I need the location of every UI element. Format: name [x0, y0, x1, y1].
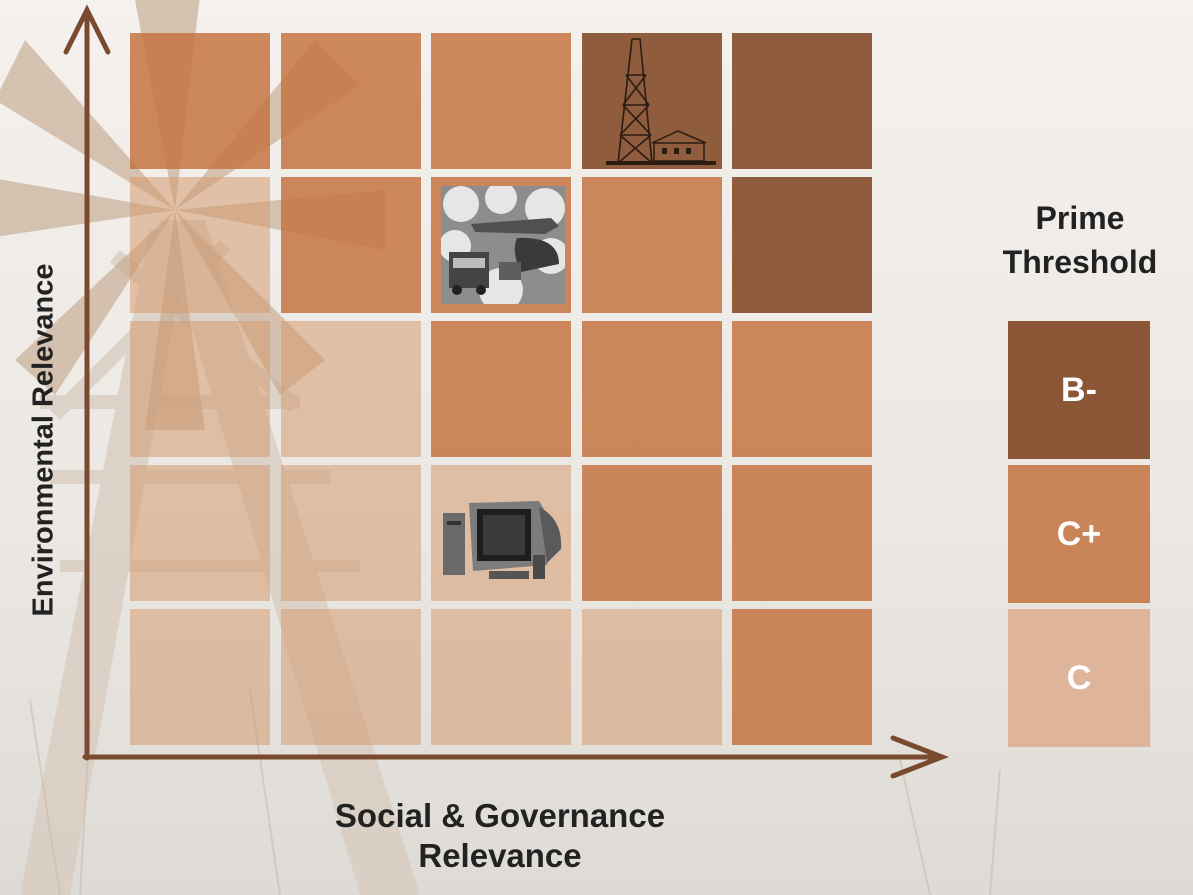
matrix-cell-r1c1 — [130, 33, 270, 169]
matrix-cell-r3c4 — [581, 321, 722, 457]
matrix-cell-r5c2 — [280, 609, 421, 745]
matrix-cell-r4c5 — [732, 465, 872, 601]
matrix-cell-r3c3 — [431, 321, 571, 457]
x-axis-arrow-icon — [890, 735, 949, 779]
matrix-cell-r5c1 — [130, 609, 270, 745]
legend-label: C+ — [1056, 514, 1102, 553]
legend: B- C+ C — [1008, 321, 1150, 753]
matrix-cell-r3c5 — [732, 321, 872, 457]
matrix-cell-r4c4 — [581, 465, 722, 601]
oil-derrick-icon — [605, 38, 716, 165]
relevance-matrix — [130, 33, 872, 745]
x-axis-label: Social & Governance Relevance — [250, 796, 750, 876]
transport-vehicles-icon — [441, 186, 565, 304]
matrix-cell-r2c4 — [581, 177, 722, 313]
legend-title: Prime Threshold — [970, 196, 1190, 284]
matrix-cell-r3c1 — [130, 321, 270, 457]
matrix-cell-r1c2 — [280, 33, 421, 169]
legend-item-c: C — [1008, 609, 1150, 747]
matrix-cell-r1c4 — [581, 33, 722, 169]
x-axis-label-line2: Relevance — [418, 837, 582, 874]
matrix-cell-r3c2 — [280, 321, 421, 457]
desktop-computer-icon — [443, 501, 562, 579]
x-axis-label-line1: Social & Governance — [334, 797, 666, 834]
matrix-cell-r4c2 — [280, 465, 421, 601]
matrix-cell-r2c5 — [732, 177, 872, 313]
matrix-cell-r4c3 — [431, 465, 571, 601]
legend-label: B- — [1061, 370, 1097, 409]
matrix-cell-r2c3 — [431, 177, 571, 313]
y-axis-label: Environmental Relevance — [27, 263, 60, 617]
legend-item-b-minus: B- — [1008, 321, 1150, 459]
legend-label: C — [1066, 658, 1092, 697]
matrix-cell-r1c3 — [431, 33, 571, 169]
matrix-cell-r1c5 — [732, 33, 872, 169]
matrix-cell-r4c1 — [130, 465, 270, 601]
y-axis-arrow-icon — [63, 4, 111, 55]
matrix-cell-r5c5 — [732, 609, 872, 745]
matrix-cell-r5c3 — [431, 609, 571, 745]
legend-item-c-plus: C+ — [1008, 465, 1150, 603]
legend-title-line2: Threshold — [1002, 244, 1158, 280]
matrix-cell-r5c4 — [581, 609, 722, 745]
matrix-cell-r2c2 — [280, 177, 421, 313]
matrix-cell-r2c1 — [130, 177, 270, 313]
legend-title-line1: Prime — [1035, 200, 1125, 236]
